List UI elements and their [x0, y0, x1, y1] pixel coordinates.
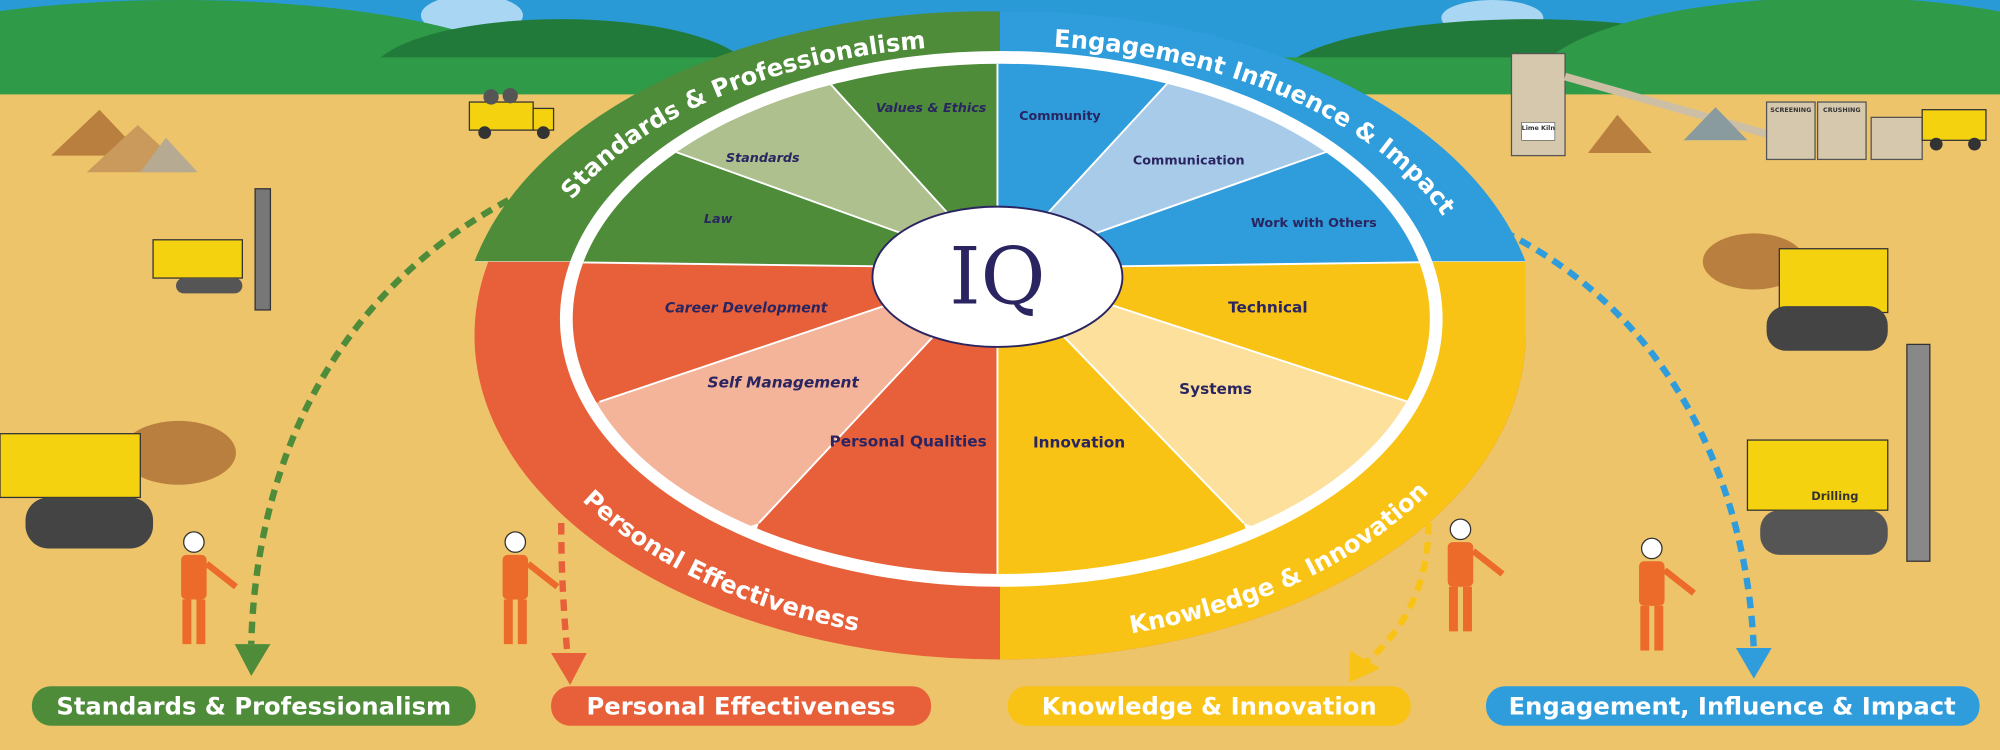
svg-text:Engagement, Influence & Impact: Engagement, Influence & Impact	[1509, 692, 1957, 720]
svg-text:Personal Effectiveness: Personal Effectiveness	[587, 692, 896, 720]
segment-label: Innovation	[1033, 434, 1125, 452]
segment-label: Self Management	[708, 374, 860, 392]
segment-label: Work with Others	[1251, 216, 1377, 231]
svg-text:Standards & Professionalism: Standards & Professionalism	[56, 692, 451, 720]
segment-label: Career Development	[665, 301, 829, 317]
dump-truck-icon	[468, 88, 555, 140]
arrow-engagement	[1484, 220, 1758, 651]
drill-label: Drilling	[1811, 489, 1858, 503]
iq-hub	[871, 205, 1124, 348]
worker-icon	[181, 531, 238, 645]
drill-rig-icon	[152, 188, 272, 311]
segment-values-ethics	[803, 63, 998, 268]
segment-community	[997, 63, 1187, 268]
svg-text:Knowledge & Innovation: Knowledge & Innovation	[1042, 692, 1377, 720]
kiln-label: Lime Kiln	[1522, 124, 1556, 132]
screening-label: SCREENING	[1770, 106, 1811, 114]
arrow-knowledge	[1362, 522, 1432, 666]
segment-label: Systems	[1179, 380, 1252, 398]
segment-label: Community	[1019, 109, 1101, 124]
segment-law-fill	[572, 76, 998, 268]
arrowhead-icon	[234, 644, 271, 677]
arrowhead-icon	[1349, 650, 1381, 683]
segment-label: Law	[704, 212, 733, 227]
segment-label: Communication	[1133, 154, 1245, 169]
segment-label: Technical	[1228, 298, 1308, 316]
segment-work-with-others	[997, 76, 1430, 268]
drilling-machine-icon: Drilling	[1746, 343, 1931, 562]
gravel-piles	[51, 109, 198, 173]
crushing-label: CRUSHING	[1823, 106, 1861, 114]
iq-wheel: Values & Ethics Standards Law Community …	[474, 11, 1526, 660]
segment-label: Standards	[726, 151, 800, 166]
pill-engagement-influence-impact: Engagement, Influence & Impact	[1485, 686, 1980, 726]
segment-personal-qualities	[727, 267, 998, 574]
pill-personal-effectiveness: Personal Effectiveness	[551, 686, 932, 726]
segment-technical	[997, 261, 1430, 434]
iq-logo: IQ	[949, 231, 1045, 323]
arrowhead-icon	[551, 653, 587, 685]
segment-label: Personal Qualities	[830, 432, 987, 450]
lime-kiln-plant: Lime Kiln SCREENING CRUSHING	[1510, 52, 1987, 161]
segment-label: Values & Ethics	[876, 101, 987, 116]
arrow-standards	[248, 188, 527, 645]
arrowhead-icon	[1735, 647, 1772, 679]
excavator-icon	[0, 420, 236, 549]
bulldozer-icon	[1702, 233, 1889, 351]
segment-innovation	[997, 267, 1276, 574]
pill-standards-professionalism: Standards & Professionalism	[31, 686, 476, 726]
pill-knowledge-innovation: Knowledge & Innovation	[1007, 686, 1411, 726]
arrow-personal	[558, 522, 571, 658]
